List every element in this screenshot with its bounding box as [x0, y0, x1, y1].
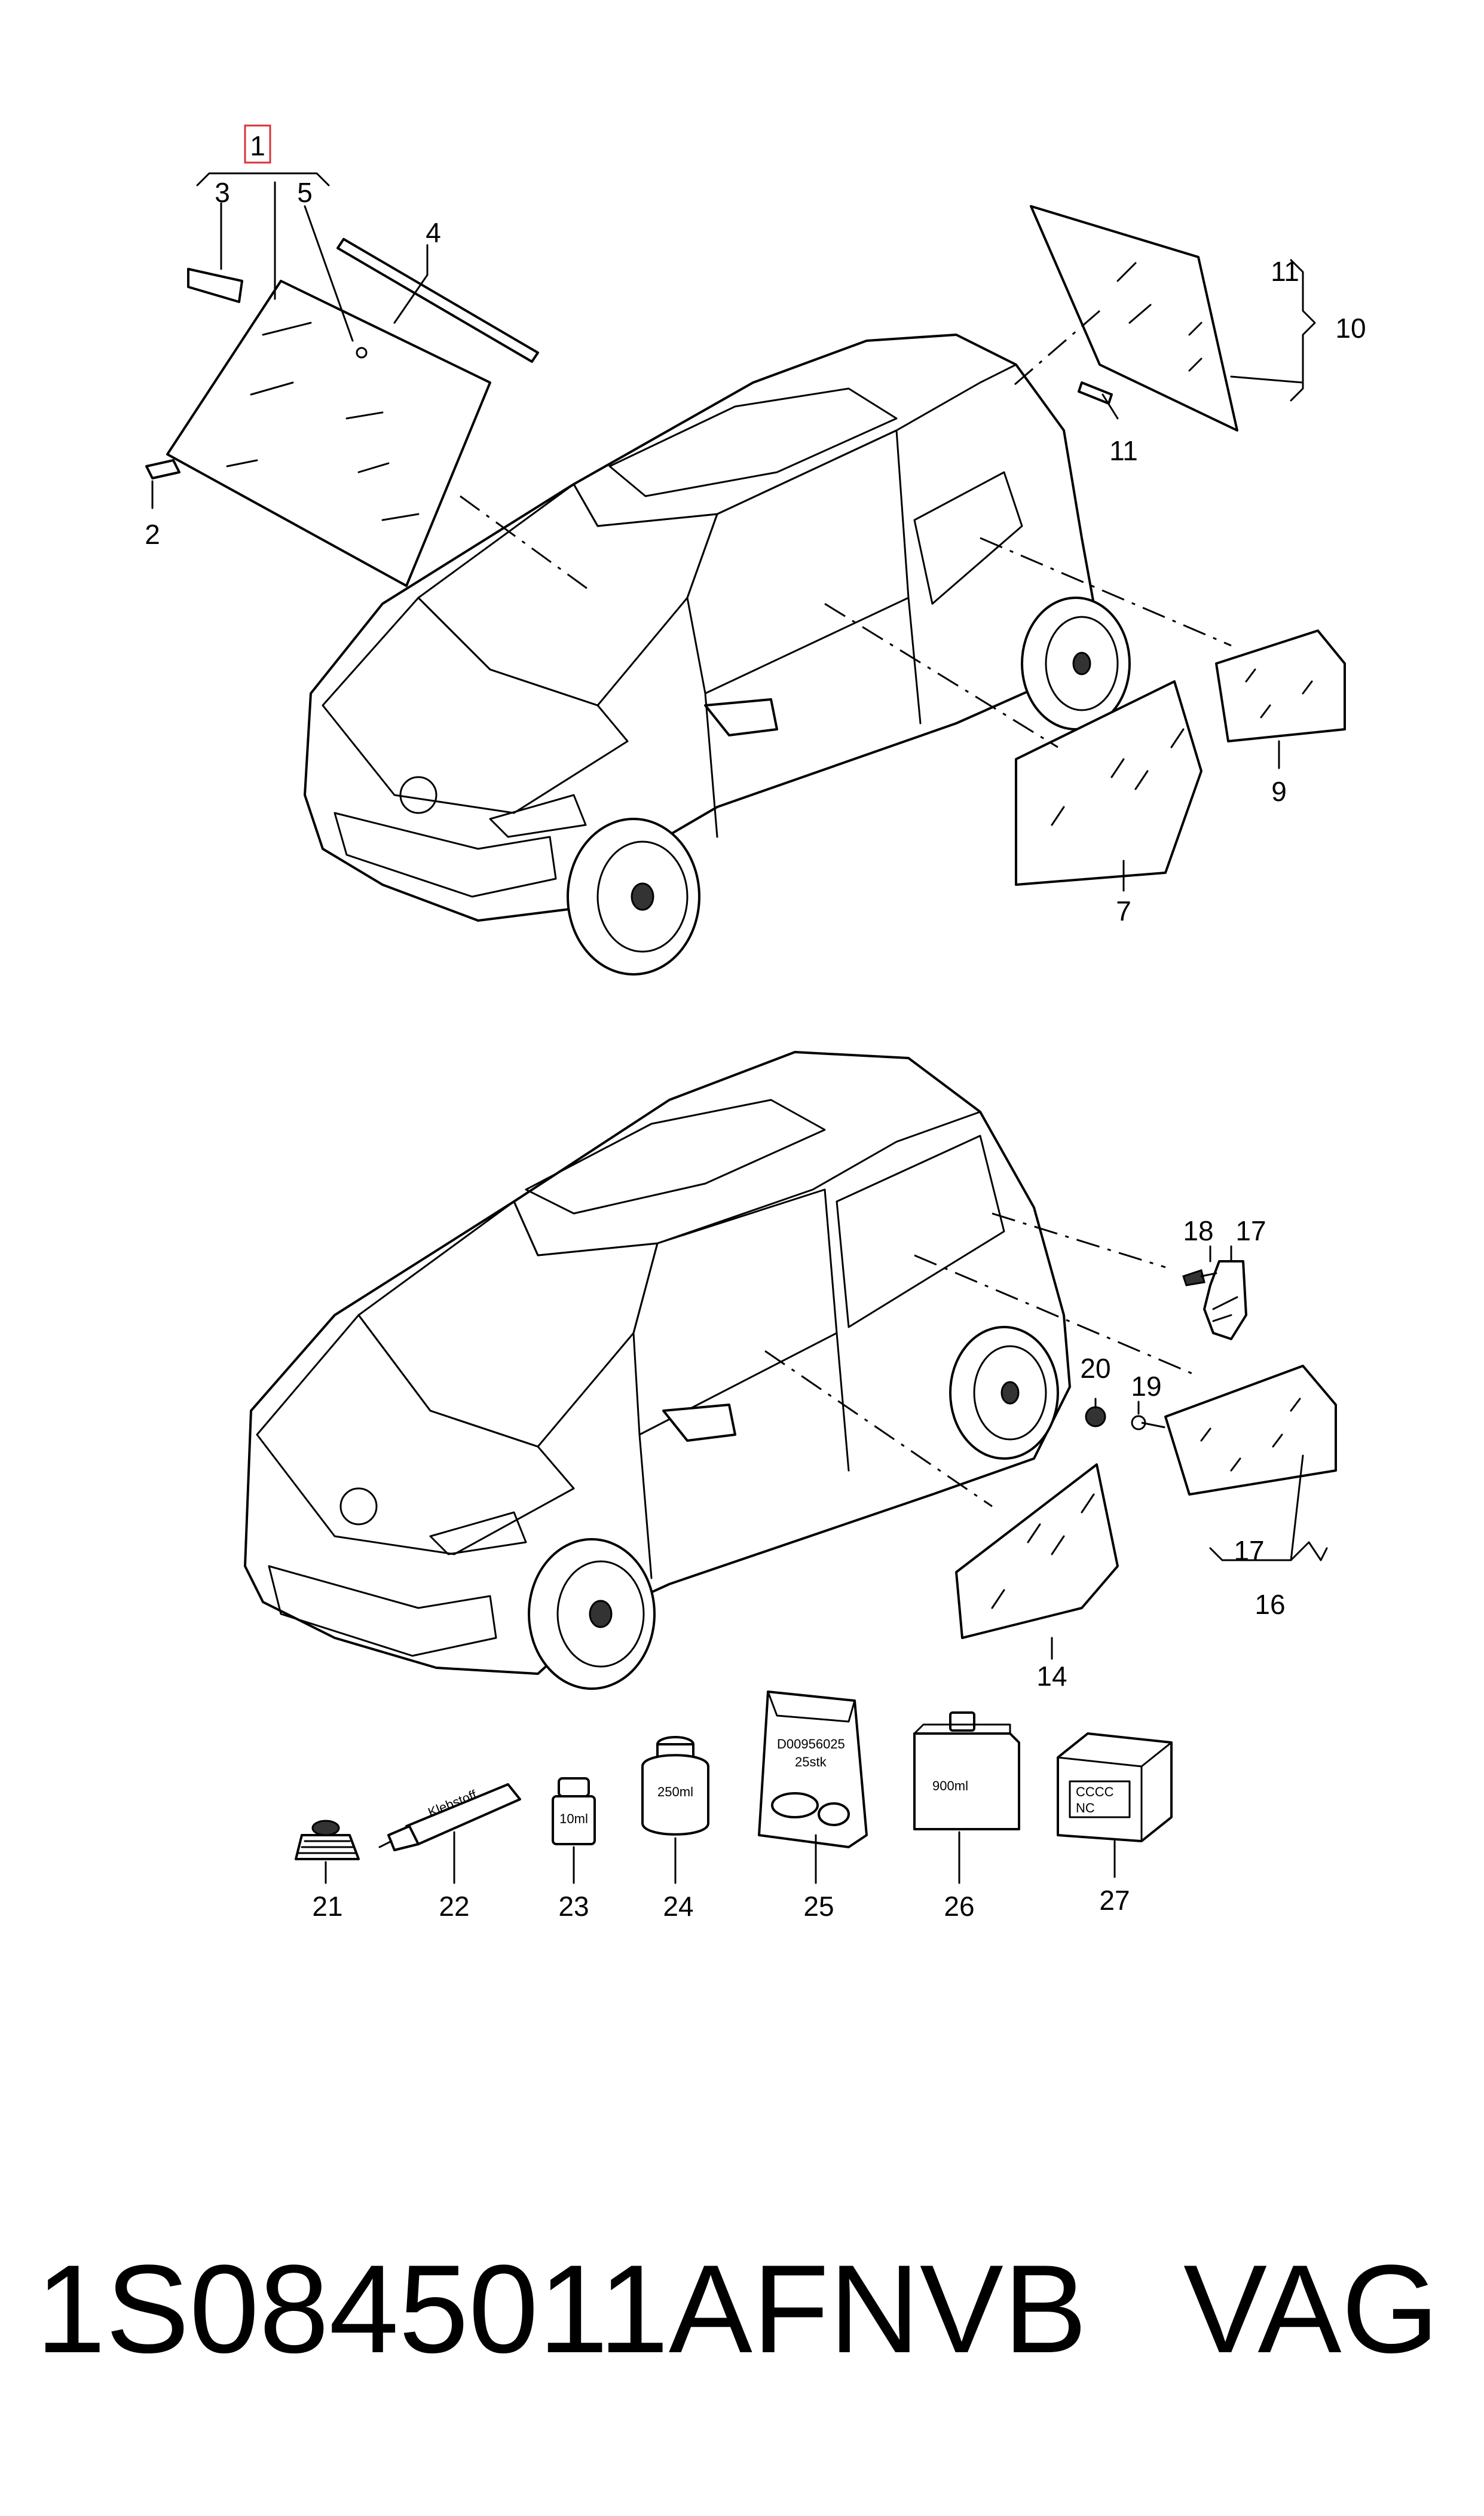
car-top-front-wheel — [567, 818, 700, 976]
callout-20: 20 — [1080, 1353, 1110, 1384]
part-21-grommet — [295, 1820, 360, 1860]
car-bottom-front-side-window — [632, 1188, 838, 1436]
leaders-top — [460, 310, 1232, 748]
footer: 1S0845011AFNVB VAG — [36, 2239, 1439, 2379]
callout-22: 22 — [439, 1891, 469, 1922]
car-bottom-front-wheel — [528, 1538, 656, 1690]
callout-26: 26 — [944, 1891, 974, 1922]
car-top-hood — [322, 597, 629, 814]
bag-code-label: D00956025 — [777, 1737, 845, 1751]
callout-25: 25 — [803, 1891, 834, 1922]
car-bottom-hood — [256, 1314, 575, 1555]
callout-17-lower: 17 — [1234, 1535, 1264, 1566]
car-top-front-side-window — [686, 429, 910, 695]
part-24-tin: 250ml — [641, 1736, 709, 1836]
leaders-bottom — [764, 1212, 1196, 1508]
car-top-mirror — [704, 698, 778, 736]
rear-door-glass-bottom — [1164, 1365, 1337, 1496]
car-top-rear-wheel — [1021, 597, 1131, 730]
part-number: 1S0845011AFNVB — [36, 2239, 1087, 2379]
front-door-glass-bottom — [955, 1463, 1119, 1639]
callout-23: 23 — [558, 1891, 589, 1922]
car-bottom-body — [244, 1051, 1071, 1675]
car-bottom — [244, 1051, 1071, 1690]
part-5-bushing — [356, 347, 368, 359]
car-top-vw-badge — [399, 776, 437, 814]
bottle-label: 900ml — [932, 1778, 968, 1793]
callout-1-highlight — [244, 124, 271, 164]
rear-window-glare — [1116, 262, 1203, 372]
part-18-screw — [1182, 1269, 1205, 1286]
part-25-bag: D00956025 25stk — [758, 1690, 868, 1848]
part-23-vial: 10ml — [552, 1777, 596, 1845]
callout-16: 16 — [1254, 1589, 1285, 1620]
rear-door-glass-top — [1215, 629, 1346, 742]
tin-label: 250ml — [657, 1784, 693, 1799]
bag-qty-label: 25stk — [795, 1754, 827, 1769]
callout-24: 24 — [663, 1891, 693, 1922]
callout-14: 14 — [1036, 1661, 1067, 1692]
part-26-bottle: 900ml — [913, 1711, 1020, 1830]
callout-11-upper: 11 — [1271, 256, 1299, 287]
car-bottom-rear-wheel — [949, 1326, 1059, 1460]
callout-lines-consumables — [325, 1831, 1116, 1884]
callout-27: 27 — [1099, 1885, 1130, 1916]
car-top-rear-side-window — [913, 471, 1023, 605]
car-top-door-line — [704, 597, 922, 838]
car-bottom-vw-badge — [339, 1487, 378, 1526]
callout-9: 9 — [1271, 776, 1287, 807]
callout-7: 7 — [1116, 895, 1131, 927]
callout-10: 10 — [1335, 313, 1366, 344]
car-top — [304, 334, 1131, 976]
part-2-clip — [145, 459, 180, 479]
car-bottom-door-line — [638, 1332, 850, 1579]
part-18-screw-shaft — [1200, 1272, 1217, 1277]
callout-labels-consumables: 21 22 23 24 25 26 27 — [312, 1885, 1130, 1922]
front-door-glass-top — [1015, 680, 1203, 886]
car-bottom-headlight — [429, 1511, 527, 1555]
callout-11-lower: 11 — [1109, 435, 1138, 466]
box-code-label: CCCC — [1076, 1784, 1114, 1799]
callout-lines-top — [151, 172, 1316, 892]
callout-5: 5 — [297, 177, 313, 208]
rear-door-glass-glare — [1245, 668, 1313, 719]
callout-lines-bottom — [1051, 1245, 1328, 1660]
part-4-trim-strip — [336, 238, 539, 363]
part-20-nut — [1085, 1406, 1106, 1427]
callout-1: 1 — [250, 130, 265, 161]
windshield-glare-marks — [226, 322, 420, 521]
part-27-box: CCCC NC — [1057, 1732, 1173, 1842]
part-3-sensor-cover — [187, 268, 243, 303]
callout-labels-top: 1 2 3 4 5 7 9 10 11 11 — [145, 130, 1366, 927]
part-22-adhesive-tube: Klebstoff — [378, 1783, 521, 1851]
car-top-front-grille — [333, 812, 557, 898]
car-bottom-front-grille — [268, 1565, 497, 1657]
callout-labels-bottom: 14 16 17 17 18 19 20 — [1036, 1215, 1285, 1692]
callout-19: 19 — [1131, 1371, 1161, 1402]
brand-name: VAG — [1183, 2239, 1439, 2379]
car-bottom-rear-side-window — [836, 1135, 1005, 1328]
callout-18: 18 — [1183, 1215, 1213, 1246]
callout-2: 2 — [145, 519, 160, 550]
car-bottom-mirror — [662, 1404, 736, 1442]
front-door-glass-glare — [1051, 728, 1185, 826]
part-17-bracket — [1203, 1260, 1247, 1340]
front-door-glass-bottom-glare — [991, 1493, 1095, 1609]
car-bottom-sunroof — [525, 1099, 826, 1215]
windshield-glass — [166, 280, 491, 587]
car-top-headlight — [489, 794, 587, 838]
vial-label: 10ml — [559, 1811, 588, 1826]
callout-21: 21 — [312, 1891, 342, 1922]
callout-4: 4 — [426, 217, 441, 248]
car-top-sunroof — [608, 387, 898, 497]
callout-17-upper: 17 — [1235, 1215, 1266, 1246]
box-mark-label: NC — [1076, 1800, 1095, 1815]
callout-3: 3 — [215, 177, 230, 208]
rear-door-glass-bottom-glare — [1200, 1398, 1301, 1472]
